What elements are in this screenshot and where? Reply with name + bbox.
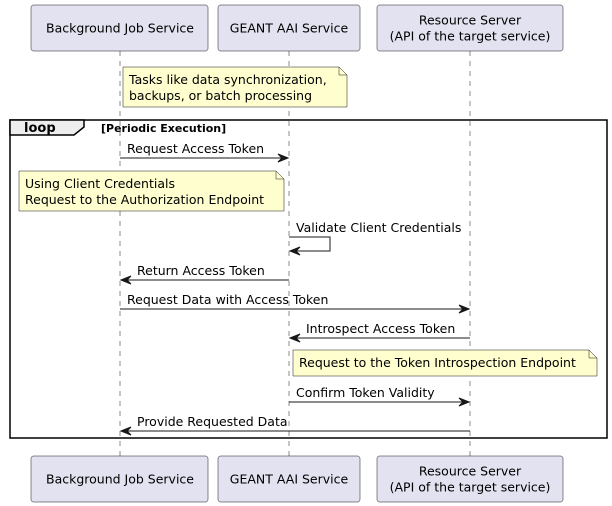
loop-keyword: loop bbox=[24, 121, 56, 136]
note-fold bbox=[588, 350, 597, 359]
notes: Tasks like data synchronization,backups,… bbox=[18, 66, 598, 377]
participant-label: (API of the target service) bbox=[390, 480, 551, 495]
loop-frame-group: loop [Periodic Execution] bbox=[9, 119, 608, 439]
arrow-head bbox=[119, 426, 132, 436]
note-body bbox=[122, 66, 348, 108]
note-text: Using Client Credentials bbox=[25, 176, 175, 191]
participant-label: (API of the target service) bbox=[390, 29, 551, 44]
arrow-head bbox=[288, 246, 301, 256]
message-label: Confirm Token Validity bbox=[296, 385, 435, 400]
arrow-head bbox=[288, 333, 301, 343]
message-7: Provide Requested Data bbox=[119, 414, 470, 436]
loop-tab bbox=[9, 119, 85, 136]
note-introspection: Request to the Token Introspection Endpo… bbox=[292, 349, 598, 377]
participant-box bbox=[217, 455, 361, 503]
note-fold bbox=[338, 67, 347, 76]
note-tasks: Tasks like data synchronization,backups,… bbox=[122, 66, 348, 108]
note-text: Request to the Token Introspection Endpo… bbox=[299, 355, 576, 370]
message-label: Provide Requested Data bbox=[137, 414, 288, 429]
message-4: Request Data with Access Token bbox=[120, 292, 471, 314]
participant-rs-top: Resource Server(API of the target servic… bbox=[376, 4, 564, 52]
note-fold bbox=[275, 171, 284, 180]
message-2: Validate Client Credentials bbox=[288, 220, 461, 256]
loop-condition: [Periodic Execution] bbox=[101, 122, 226, 135]
participant-label: Resource Server bbox=[419, 464, 522, 479]
participant-bg-bottom: Background Job Service bbox=[30, 455, 209, 503]
message-6: Confirm Token Validity bbox=[289, 385, 471, 407]
participant-box bbox=[376, 455, 564, 503]
message-5: Introspect Access Token bbox=[288, 321, 470, 343]
note-body bbox=[18, 170, 285, 212]
message-3: Return Access Token bbox=[119, 263, 289, 285]
message-label: Request Access Token bbox=[127, 141, 264, 156]
participant-aai-bottom: GEANT AAI Service bbox=[217, 455, 361, 503]
message-label: Return Access Token bbox=[137, 263, 265, 278]
note-text: Tasks like data synchronization, bbox=[128, 72, 327, 87]
arrow-head bbox=[458, 397, 471, 407]
participant-aai-top: GEANT AAI Service bbox=[217, 4, 361, 52]
note-text: Request to the Authorization Endpoint bbox=[25, 192, 264, 207]
message-label: Validate Client Credentials bbox=[296, 220, 461, 235]
note-text: backups, or batch processing bbox=[129, 88, 312, 103]
loop-frame bbox=[9, 119, 608, 439]
participant-rs-bottom: Resource Server(API of the target servic… bbox=[376, 455, 564, 503]
participant-label: Background Job Service bbox=[46, 21, 194, 36]
message-1: Request Access Token bbox=[120, 141, 290, 163]
participant-box bbox=[376, 4, 564, 52]
participant-bg-top: Background Job Service bbox=[30, 4, 209, 52]
lifelines bbox=[119, 51, 471, 456]
note-body bbox=[292, 349, 598, 377]
participant-label: Background Job Service bbox=[46, 472, 194, 487]
message-label: Request Data with Access Token bbox=[127, 292, 328, 307]
participant-label: GEANT AAI Service bbox=[230, 21, 349, 36]
message-label: Introspect Access Token bbox=[306, 321, 455, 336]
participant-label: Resource Server bbox=[419, 13, 522, 28]
participant-box bbox=[217, 4, 361, 52]
message-line bbox=[289, 236, 331, 252]
arrow-head bbox=[119, 275, 132, 285]
arrow-head bbox=[277, 153, 290, 163]
participant-box bbox=[30, 455, 209, 503]
participant-label: GEANT AAI Service bbox=[230, 472, 349, 487]
arrow-head bbox=[458, 304, 471, 314]
participant-box bbox=[30, 4, 209, 52]
